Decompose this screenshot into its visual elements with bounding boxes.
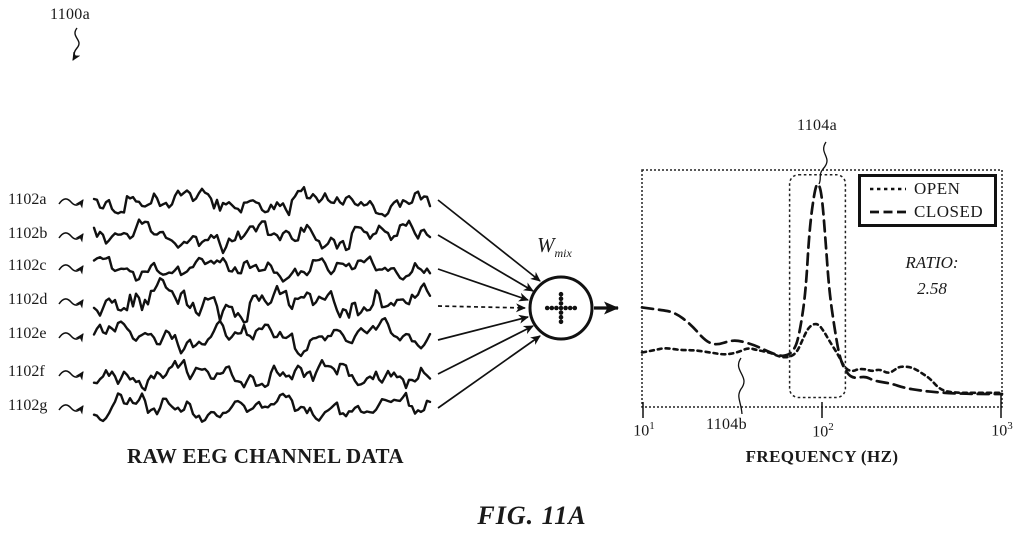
eeg-trace [92, 218, 432, 255]
leader-squiggle-arrow [58, 370, 84, 381]
mix-input-arrow [437, 234, 534, 292]
closed-curve [640, 182, 1004, 396]
open-dash-icon [870, 187, 906, 191]
channel-leader-arrows [58, 198, 84, 415]
plus-icon [544, 291, 578, 325]
mixer-weight-label: Wmix [537, 233, 572, 261]
closed-dash-icon [870, 210, 906, 214]
eeg-trace [92, 317, 432, 358]
leader-squiggle-arrow [58, 198, 84, 209]
ratio-annotation: RATIO: 2.58 [872, 250, 992, 303]
figure-ref-squiggle-arrow [72, 27, 81, 61]
mix-input-arrow [437, 199, 541, 282]
eeg-trace [92, 358, 432, 392]
plot-legend: OPEN CLOSED [858, 174, 997, 227]
peak-ref-label: 1104a [797, 117, 838, 134]
eeg-trace [92, 185, 432, 218]
mixer-weight-subscript: mix [554, 246, 572, 261]
mix-input-arrow [437, 268, 529, 302]
leader-squiggle-arrow [58, 232, 84, 243]
curve-ref-squiggle [737, 357, 745, 415]
curve-ref-label: 1104b [706, 416, 747, 433]
ratio-label: RATIO: [905, 253, 959, 272]
leader-squiggle-arrow [58, 332, 84, 343]
figure-caption: FIG. 11A [477, 501, 587, 530]
channel-label-1102g: 1102g [8, 397, 48, 414]
peak-ref-squiggle [818, 141, 828, 185]
figure-ref-label: 1100a [50, 6, 91, 23]
eeg-trace [92, 391, 432, 423]
legend-open-label: OPEN [914, 179, 961, 198]
channel-label-1102f: 1102f [8, 363, 45, 380]
mix-input-arrow [437, 325, 534, 375]
channel-label-1102b: 1102b [8, 225, 48, 242]
legend-row-closed: CLOSED [869, 202, 986, 222]
tick-label-10e1: 101 [633, 420, 655, 440]
legend-closed-label: CLOSED [914, 202, 984, 221]
channel-label-1102e: 1102e [8, 325, 47, 342]
leader-squiggle-arrow [58, 298, 84, 309]
tick-label-10e2: 102 [812, 421, 834, 441]
channel-label-1102c: 1102c [8, 257, 47, 274]
mix-input-arrow-dashed [437, 303, 526, 313]
eeg-trace [92, 277, 432, 324]
open-curve [640, 322, 1004, 395]
leader-squiggle-arrow [58, 264, 84, 275]
mix-input-arrow [437, 314, 529, 341]
leader-squiggle-arrow [58, 404, 84, 415]
eeg-caption: RAW EEG CHANNEL DATA [127, 444, 404, 468]
eeg-trace [92, 255, 432, 283]
peak-highlight-box [788, 173, 847, 399]
channel-label-1102d: 1102d [8, 291, 48, 308]
channel-label-1102a: 1102a [8, 191, 47, 208]
x-axis-label: FREQUENCY (HZ) [745, 447, 899, 466]
ratio-value: 2.58 [917, 279, 947, 299]
mix-input-arrow [437, 335, 541, 409]
mix-input-arrows [437, 199, 541, 409]
mixer-weight-symbol: W [537, 233, 555, 257]
tick-label-10e3: 103 [991, 420, 1013, 440]
legend-row-open: OPEN [869, 179, 986, 199]
eeg-trace-group [92, 185, 432, 423]
axis-ticks [642, 394, 1002, 418]
